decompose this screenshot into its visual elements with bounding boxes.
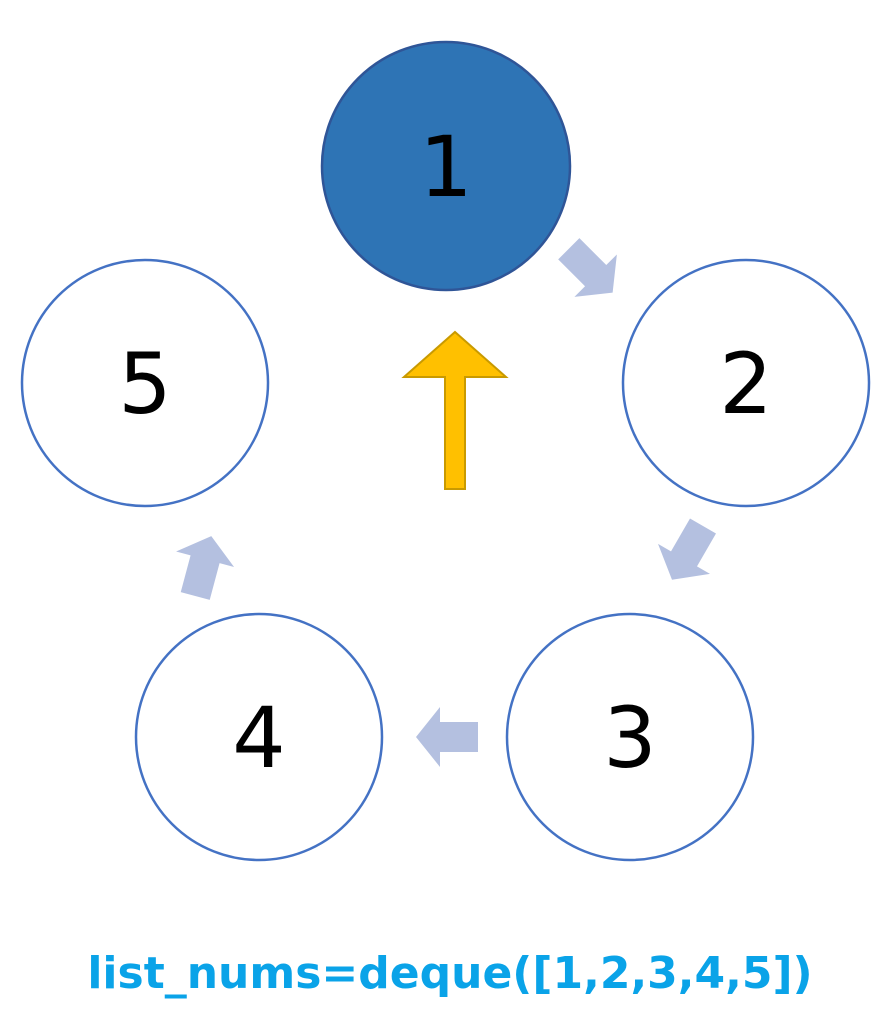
- node-label: 1: [419, 118, 472, 216]
- node-label: 3: [603, 689, 656, 787]
- caption: list_nums=deque([1,2,3,4,5]): [87, 948, 812, 999]
- flow-arrows: [176, 238, 716, 767]
- node-1: 1: [320, 40, 572, 292]
- node-label: 5: [118, 335, 171, 433]
- node-2: 2: [621, 258, 871, 508]
- flow-arrow-4-to-5: [176, 536, 235, 600]
- node-label: 4: [232, 689, 285, 787]
- flow-arrow-3-to-4: [416, 707, 478, 767]
- flow-arrow-2-to-3: [658, 518, 716, 580]
- node-4: 4: [134, 612, 384, 862]
- node-3: 3: [505, 612, 755, 862]
- up-arrow-icon: [401, 330, 509, 490]
- node-5: 5: [20, 258, 270, 508]
- node-label: 2: [719, 335, 772, 433]
- flow-arrow-1-to-2: [558, 238, 617, 297]
